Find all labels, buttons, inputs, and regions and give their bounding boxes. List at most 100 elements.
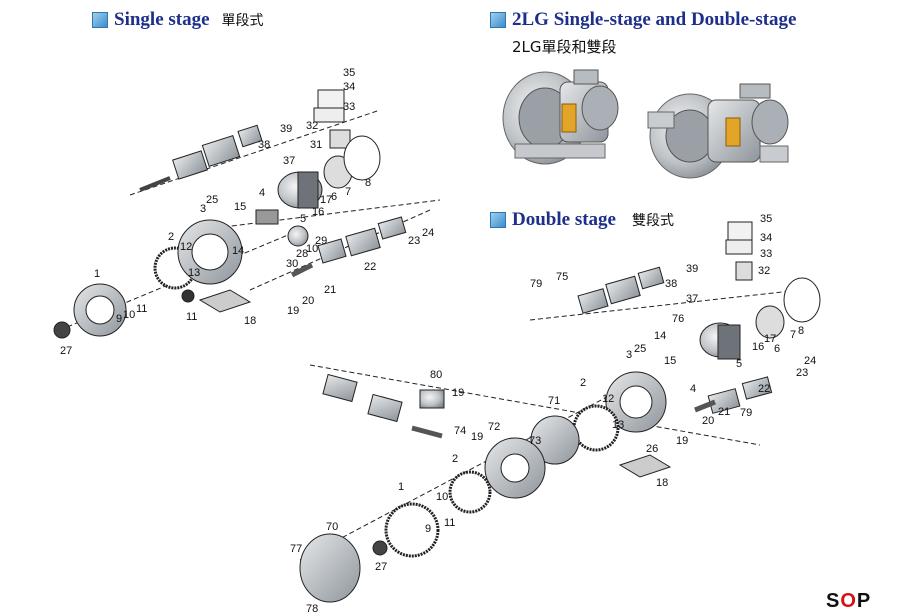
part-label: 19 [452, 387, 464, 399]
blower-render-single [502, 69, 619, 165]
part-label: 2 [580, 377, 586, 389]
logo-letter-s: S [826, 590, 841, 612]
part-label: 7 [345, 186, 351, 198]
part-label: 14 [232, 245, 244, 257]
single-stage-schematic [53, 89, 441, 339]
part-label: 15 [234, 201, 246, 213]
part-label: 39 [280, 123, 292, 135]
part-label: 23 [408, 235, 420, 247]
part-label: 6 [331, 191, 337, 203]
part-label: 11 [444, 517, 455, 529]
part-label: 37 [283, 155, 295, 167]
part-label: 19 [676, 435, 688, 447]
part-label: 78 [306, 603, 318, 615]
heading-double-cn: 雙段式 [631, 213, 674, 229]
part-label: 24 [804, 355, 816, 367]
part-label: 9 [116, 313, 122, 325]
part-label: 71 [548, 395, 560, 407]
part-label: 17 [764, 333, 776, 345]
part-label: 16 [752, 341, 764, 353]
heading-single-en: Single stage [114, 9, 210, 30]
part-label: 10 [306, 243, 318, 255]
heading-single-stage: Single stage 單段式 [92, 9, 264, 31]
part-label: 5 [736, 358, 742, 370]
part-label: 4 [690, 383, 696, 395]
part-label: 20 [302, 295, 314, 307]
part-label: 31 [310, 139, 322, 151]
part-label: 23 [796, 367, 808, 379]
part-label: 21 [718, 406, 730, 418]
part-label: 38 [258, 139, 270, 151]
part-label: 33 [760, 248, 772, 260]
heading-single-cn: 單段式 [221, 13, 264, 29]
part-label: 26 [646, 443, 658, 455]
part-label: 17 [320, 194, 332, 206]
part-label: 34 [760, 232, 772, 244]
blower-render-double [647, 83, 789, 179]
part-label: 22 [364, 261, 376, 273]
part-label: 79 [530, 278, 542, 290]
part-label: 34 [343, 81, 355, 93]
part-label: 22 [758, 383, 770, 395]
part-label: 8 [798, 325, 804, 337]
part-label: 30 [286, 258, 298, 270]
logo-mark: SOP [826, 590, 871, 613]
part-label: 18 [244, 315, 256, 327]
part-label: 12 [180, 241, 192, 253]
logo-letter-o: O [840, 590, 857, 612]
part-label: 75 [556, 271, 568, 283]
heading-2lg-en: 2LG Single-stage and Double-stage [512, 9, 797, 30]
part-label: 18 [656, 477, 668, 489]
blue-square-bullet-icon [92, 12, 108, 28]
heading-double-stage: Double stage 雙段式 [490, 209, 674, 231]
part-label: 76 [672, 313, 684, 325]
part-label: 10 [123, 309, 135, 321]
part-label: 11 [186, 311, 197, 323]
part-label: 8 [365, 177, 371, 189]
part-label: 73 [529, 435, 541, 447]
part-label: 33 [343, 101, 355, 113]
part-label: 1 [398, 481, 404, 493]
part-label: 38 [665, 278, 677, 290]
part-label: 16 [312, 206, 324, 218]
part-label: 80 [430, 369, 442, 381]
part-label: 25 [634, 343, 646, 355]
part-label: 11 [136, 303, 147, 315]
part-label: 19 [471, 431, 483, 443]
part-label: 77 [290, 543, 302, 555]
part-label: 2 [168, 231, 174, 243]
heading-double-en: Double stage [512, 209, 616, 230]
part-label: 27 [60, 345, 72, 357]
part-label: 32 [758, 265, 770, 277]
part-label: 9 [425, 523, 431, 535]
double-stage-labels: 35 34 33 32 39 38 37 79 75 76 14 15 3 25… [290, 213, 816, 615]
blue-square-bullet-icon [490, 12, 506, 28]
part-label: 4 [259, 187, 265, 199]
part-label: 25 [206, 194, 218, 206]
part-label: 70 [326, 521, 338, 533]
part-label: 24 [422, 227, 434, 239]
part-label: 5 [300, 213, 306, 225]
part-label: 74 [454, 425, 466, 437]
single-stage-labels: 35 34 33 32 31 39 38 37 4 5 16 17 6 7 8 … [60, 67, 434, 357]
part-label: 3 [200, 203, 206, 215]
part-label: 12 [602, 393, 614, 405]
part-label: 39 [686, 263, 698, 275]
part-label: 20 [702, 415, 714, 427]
part-label: 21 [324, 284, 336, 296]
logo-letter-p: P [856, 590, 872, 612]
part-label: 13 [188, 267, 200, 279]
part-label: 2 [452, 453, 458, 465]
heading-2lg-cn: 2LG單段和雙段 [512, 38, 617, 56]
part-label: 37 [686, 293, 698, 305]
blue-square-bullet-icon [490, 212, 506, 228]
part-label: 14 [654, 330, 666, 342]
part-label: 10 [436, 491, 448, 503]
part-label: 13 [612, 419, 624, 431]
part-label: 6 [774, 343, 780, 355]
part-label: 72 [488, 421, 500, 433]
part-label: 27 [375, 561, 387, 573]
part-label: 35 [760, 213, 772, 225]
part-label: 32 [306, 120, 318, 132]
